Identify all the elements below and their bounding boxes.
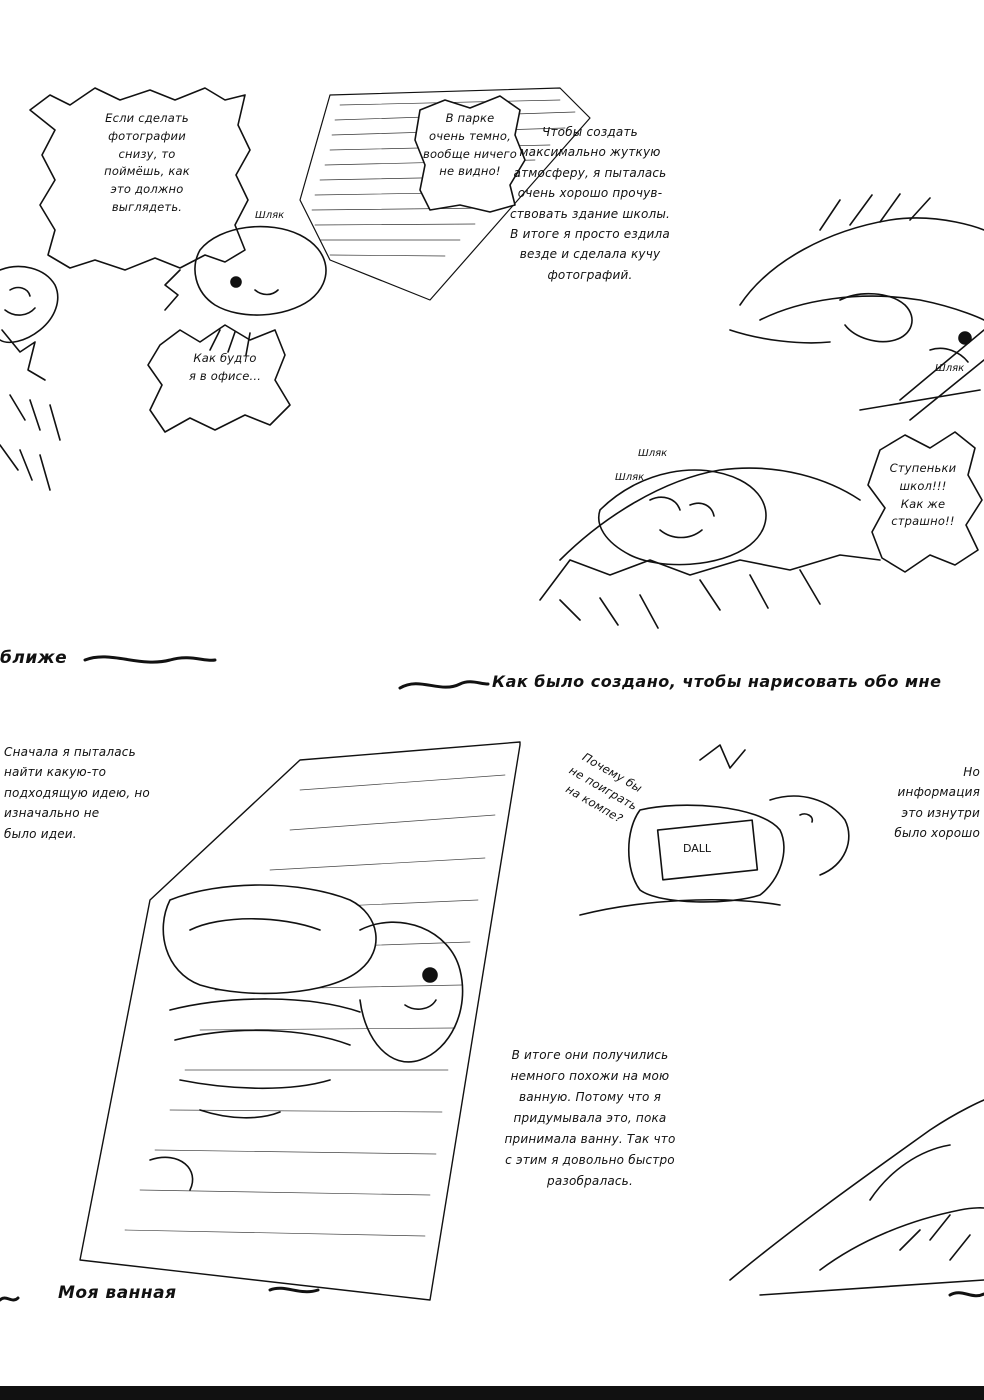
banner-left-stroke [83, 655, 217, 664]
shake-sfx-2: Шляк [638, 448, 668, 459]
banner-bottom-left-stroke [0, 1296, 20, 1302]
bath-figure-sketch [162, 884, 377, 995]
computer-sketch [627, 804, 785, 903]
scared-bubble-text: Как будто я в офисе... [188, 351, 262, 383]
bottom-banner-title: Моя ванная [58, 1283, 177, 1303]
bottom-black-bar [0, 1386, 984, 1400]
banner-bottom-mid-stroke [268, 1286, 320, 1294]
creature-face-sketch [194, 225, 327, 316]
left-girl-sketch [0, 265, 59, 344]
shake-sfx-4: Шляк [935, 363, 965, 374]
bath-narration-text: В итоге они получились немного похожи на… [504, 1048, 676, 1188]
shake-sfx-3: Шляк [615, 472, 645, 483]
monitor-sketch [656, 819, 759, 881]
scary-bubble-text: Ступеньки школ!!! Как же страшно!! [889, 461, 957, 529]
top-left-bubble-outline [29, 87, 251, 271]
dark-tone-panel [299, 87, 591, 301]
shake-sfx-1: Шляк [255, 210, 285, 221]
scary-bubble-outline [867, 431, 983, 573]
left-banner-title: ближе [0, 648, 68, 668]
left-narration-text: Сначала я пыталась найти какую-то подход… [4, 745, 150, 841]
top-dark-bubble-outline [414, 95, 526, 213]
mid-banner-title: Как было создано, чтобы нарисовать обо м… [492, 672, 942, 691]
bottom-right-figure-sketch [729, 1099, 984, 1281]
scared-group-sketch [559, 467, 861, 561]
scared-bubble-outline [147, 324, 291, 433]
narration-atmosphere-text: Чтобы создать максимально жуткую атмосфе… [509, 125, 671, 282]
right-narration-text: Но информация это изнутри было хорошо [894, 765, 980, 841]
banner-bottom-right-stroke [948, 1291, 984, 1298]
banner-mid-stroke [398, 680, 490, 690]
bottom-left-panel-frame [79, 741, 521, 1301]
top-dark-bubble-text: В парке очень темно, вообще ничего не ви… [422, 111, 518, 179]
right-figure-sketch [739, 217, 984, 306]
monitor-label: DALL [683, 842, 712, 855]
top-left-bubble-text: Если сделать фотографии снизу, то поймёш… [104, 111, 190, 215]
